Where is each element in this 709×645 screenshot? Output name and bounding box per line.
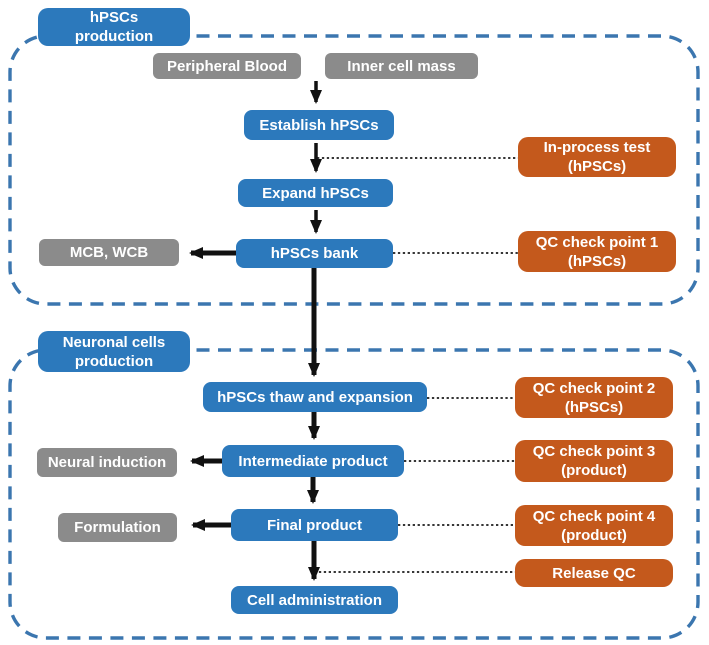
in-process-test-line2: (hPSCs)	[567, 158, 627, 175]
qc4-line2: (product)	[561, 526, 627, 544]
section2-label-line2: production	[74, 352, 154, 370]
node-mcb-wcb: MCB, WCB	[39, 239, 179, 266]
section1-label-line1: hPSCs	[89, 9, 139, 26]
qc3-line2: (product)	[561, 462, 627, 479]
node-qc-check-point-1: QC check point 1 (hPSCs)	[518, 231, 676, 272]
node-establish-hpscs: Establish hPSCs	[244, 110, 394, 140]
node-qc-check-point-4: QC check point 4 (product)	[515, 505, 673, 546]
section2-dashed-border	[8, 348, 700, 640]
node-cell-administration: Cell administration	[231, 586, 398, 614]
in-process-test-line1: In-process test	[543, 139, 651, 156]
qc4-line1: QC check point 4	[532, 507, 656, 525]
node-hpscs-thaw-expansion: hPSCs thaw and expansion	[203, 382, 427, 412]
section-borders	[8, 34, 700, 640]
node-inner-cell-mass: Inner cell mass	[325, 53, 478, 79]
node-qc-check-point-3: QC check point 3 (product)	[515, 440, 673, 482]
section1-label-line2: production	[74, 28, 154, 45]
node-intermediate-product: Intermediate product	[222, 445, 404, 477]
section2-label: Neuronal cells production	[38, 331, 190, 372]
section2-label-line1: Neuronal cells	[62, 333, 166, 351]
flow-arrows	[189, 81, 322, 581]
node-formulation: Formulation	[58, 513, 177, 542]
qc1-line1: QC check point 1	[535, 233, 659, 251]
node-release-qc: Release QC	[515, 559, 673, 587]
node-final-product: Final product	[231, 509, 398, 541]
section1-dashed-border	[8, 34, 700, 306]
node-peripheral-blood: Peripheral Blood	[153, 53, 301, 79]
node-neural-induction: Neural induction	[37, 448, 177, 477]
node-hpscs-bank: hPSCs bank	[236, 239, 393, 268]
node-in-process-test: In-process test (hPSCs)	[518, 137, 676, 177]
qc3-line1: QC check point 3	[532, 443, 656, 460]
node-qc-check-point-2: QC check point 2 (hPSCs)	[515, 377, 673, 418]
node-expand-hpscs: Expand hPSCs	[238, 179, 393, 207]
section1-label: hPSCs production	[38, 8, 190, 46]
qc2-line2: (hPSCs)	[564, 398, 624, 416]
qc2-line1: QC check point 2	[532, 379, 656, 397]
qc1-line2: (hPSCs)	[567, 252, 627, 270]
dotted-qc-connectors	[314, 157, 518, 573]
